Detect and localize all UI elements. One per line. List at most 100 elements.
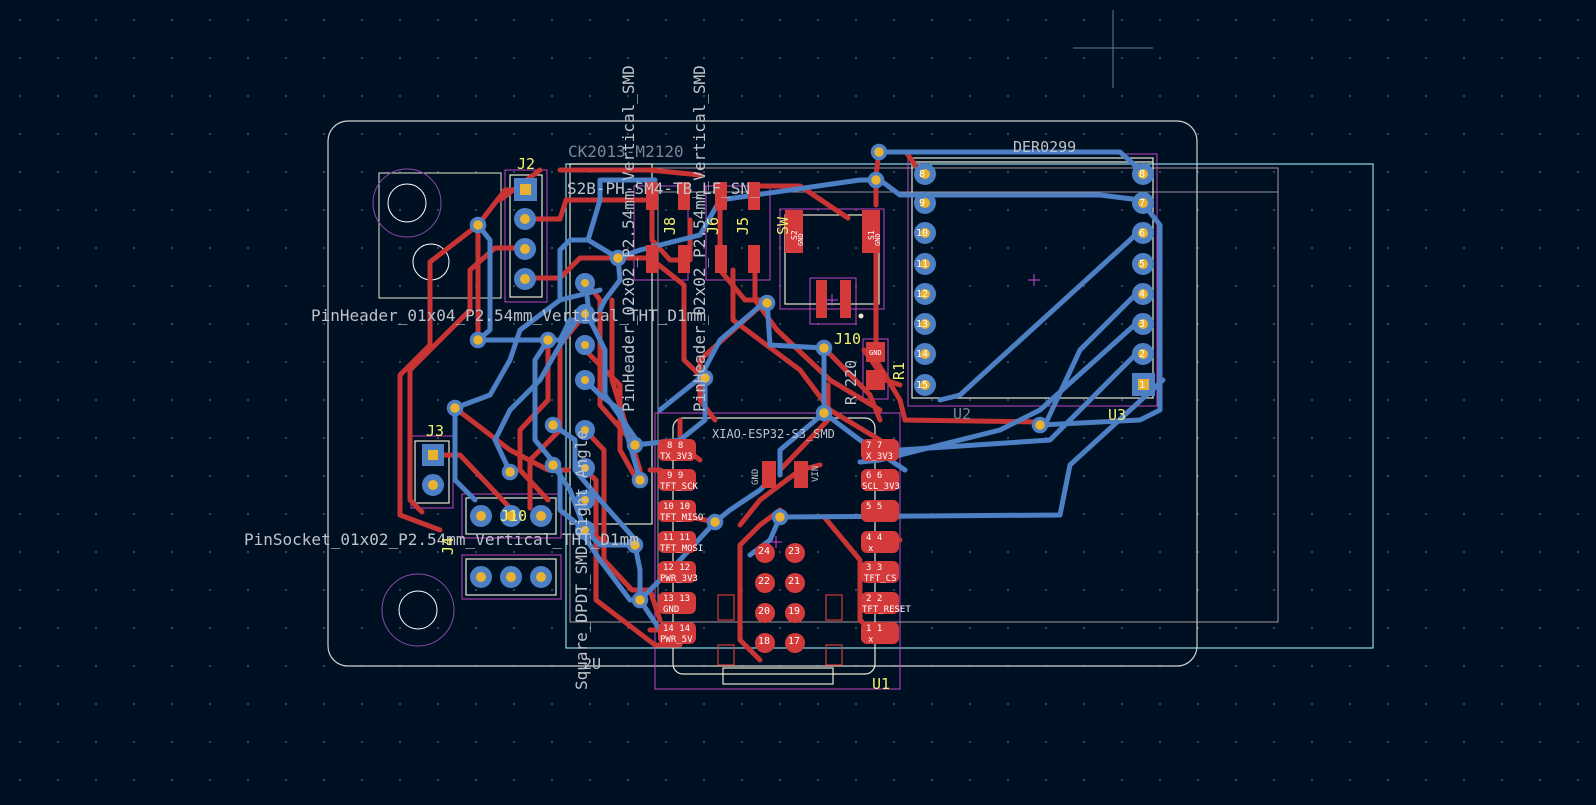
svg-text:14: 14 xyxy=(916,349,928,360)
svg-text:TX_3V3: TX_3V3 xyxy=(660,452,693,462)
ref-sw: SW xyxy=(774,216,792,235)
xiao-bottom-pad-labels: 24 23 22 21 20 19 18 17 xyxy=(758,546,800,647)
smd-pads xyxy=(646,182,885,488)
svg-text:5: 5 xyxy=(1139,259,1145,270)
svg-text:12: 12 xyxy=(916,289,928,300)
svg-text:23: 23 xyxy=(788,546,800,557)
label-pinsocket: PinSocket_01x02_P2.54mm_Vertical_THT_D1m… xyxy=(244,530,639,549)
svg-text:PWR_3V3: PWR_3V3 xyxy=(660,574,698,584)
svg-text:15: 15 xyxy=(916,380,928,391)
ref-j10: J10 xyxy=(500,507,527,525)
svg-text:7: 7 xyxy=(1139,198,1145,209)
svg-text:11: 11 xyxy=(916,259,928,270)
label-square-dpdt: Square_DPDT_SMD_Right_Angle xyxy=(572,430,591,690)
j4-pads xyxy=(470,566,552,588)
switch-column-pads xyxy=(575,273,595,540)
label-pinheader-j2: PinHeader_01x04_P2.54mm_Vertical_THT_D1m… xyxy=(311,306,706,325)
svg-text:12 12: 12 12 xyxy=(663,563,690,573)
svg-text:9 9: 9 9 xyxy=(667,471,683,481)
board-outline xyxy=(327,120,1198,667)
svg-text:2: 2 xyxy=(1139,349,1145,360)
ref-2u: 2U xyxy=(583,655,601,673)
switch-gnd-label-1: GND xyxy=(797,233,805,246)
svg-text:4: 4 xyxy=(1139,289,1145,300)
ref-u2: U2 xyxy=(953,405,971,423)
cursor-crosshair xyxy=(1073,10,1153,88)
svg-text:SCL_3V3: SCL_3V3 xyxy=(862,482,900,492)
svg-text:10 10: 10 10 xyxy=(663,502,690,512)
pin1-dot xyxy=(858,313,864,319)
xiao-left-pads xyxy=(658,439,696,644)
mounting-holes xyxy=(372,168,502,647)
label-ck-switch: CK2013-M2120 xyxy=(568,142,684,161)
ref-j8: J8 xyxy=(661,217,679,235)
label-der: DER0299 xyxy=(1013,138,1076,156)
svg-text:TFT_MISO: TFT_MISO xyxy=(660,513,703,523)
svg-text:X_3V3: X_3V3 xyxy=(866,452,893,462)
xiao-vin-label: VIN xyxy=(811,466,821,482)
u3-pin-labels-left: 8 9 10 11 12 13 14 15 xyxy=(916,169,928,391)
svg-text:7 7: 7 7 xyxy=(866,441,882,451)
ref-r1: R1 xyxy=(890,362,908,380)
j10-pads xyxy=(470,505,552,527)
u3-pads-right xyxy=(1132,163,1155,396)
svg-text:11 11: 11 11 xyxy=(663,533,690,543)
svg-text:8: 8 xyxy=(919,169,925,180)
ref-j5: J5 xyxy=(734,217,752,235)
svg-text:8: 8 xyxy=(1139,169,1145,180)
svg-text:24: 24 xyxy=(758,546,770,557)
ref-j6: J6 xyxy=(704,217,722,235)
xiao-bottom-pads xyxy=(755,543,805,653)
svg-text:19: 19 xyxy=(788,606,800,617)
ref-j10b: J10 xyxy=(834,330,861,348)
svg-text:1: 1 xyxy=(1139,380,1145,391)
u3-pads-left xyxy=(914,163,936,396)
ref-j4: J4 xyxy=(439,537,457,555)
svg-text:21: 21 xyxy=(788,576,800,587)
label-pinheader-v1: PinHeader_02x02_P2.54mm_Vertical_SMD xyxy=(619,65,638,412)
xiao-hatched-pads xyxy=(717,594,843,666)
svg-text:20: 20 xyxy=(758,606,770,617)
svg-text:14 14: 14 14 xyxy=(663,624,690,634)
label-s2b: S2B-PH-SM4-TB_LF_SN_ xyxy=(567,179,760,198)
switch-s2-label: S2 xyxy=(790,230,799,240)
svg-text:8 8: 8 8 xyxy=(667,441,683,451)
vias xyxy=(446,143,1049,609)
label-xiao: XIAO-ESP32-S3_SMD xyxy=(712,427,835,441)
switch-s1-label: S1 xyxy=(867,230,876,240)
ref-j3: J3 xyxy=(426,422,444,440)
svg-text:18: 18 xyxy=(758,636,770,647)
svg-text:13: 13 xyxy=(916,319,928,330)
svg-text:TFT_MOSI: TFT_MOSI xyxy=(660,544,703,554)
svg-text:TFT_SCK: TFT_SCK xyxy=(660,482,699,492)
ref-u3: U3 xyxy=(1108,406,1126,424)
ref-u1: U1 xyxy=(872,675,890,693)
svg-text:4 4: 4 4 xyxy=(866,533,882,543)
svg-text:9: 9 xyxy=(919,198,925,209)
j3-pads xyxy=(422,444,444,496)
svg-text:TFT_RESET: TFT_RESET xyxy=(862,605,911,615)
svg-text:3 3: 3 3 xyxy=(866,563,882,573)
svg-text:10: 10 xyxy=(916,228,928,239)
svg-text:5 5: 5 5 xyxy=(866,502,882,512)
xiao-right-pads xyxy=(861,439,899,644)
switch-gnd-label-2: GND xyxy=(874,233,882,246)
u3-pin-labels-right: 8 7 6 5 4 3 2 1 xyxy=(1139,169,1145,391)
origin-markers xyxy=(770,274,1040,548)
j2-pads xyxy=(514,178,537,290)
label-pinheader-v2: PinHeader_02x02_P2.54mm_Vertical_SMD xyxy=(690,65,709,412)
svg-text:2 2: 2 2 xyxy=(866,594,882,604)
ref-j2: J2 xyxy=(517,155,535,173)
xiao-gnd-label: GND xyxy=(751,469,761,485)
svg-text:17: 17 xyxy=(788,636,800,647)
svg-text:PWR_5V: PWR_5V xyxy=(660,635,693,645)
svg-text:13 13: 13 13 xyxy=(663,594,690,604)
svg-text:22: 22 xyxy=(758,576,770,587)
svg-text:6: 6 xyxy=(1139,228,1145,239)
label-r-value: R 220 xyxy=(842,360,860,405)
r1-gnd-label: GND xyxy=(869,349,882,357)
svg-text:TFT_CS: TFT_CS xyxy=(864,574,897,584)
